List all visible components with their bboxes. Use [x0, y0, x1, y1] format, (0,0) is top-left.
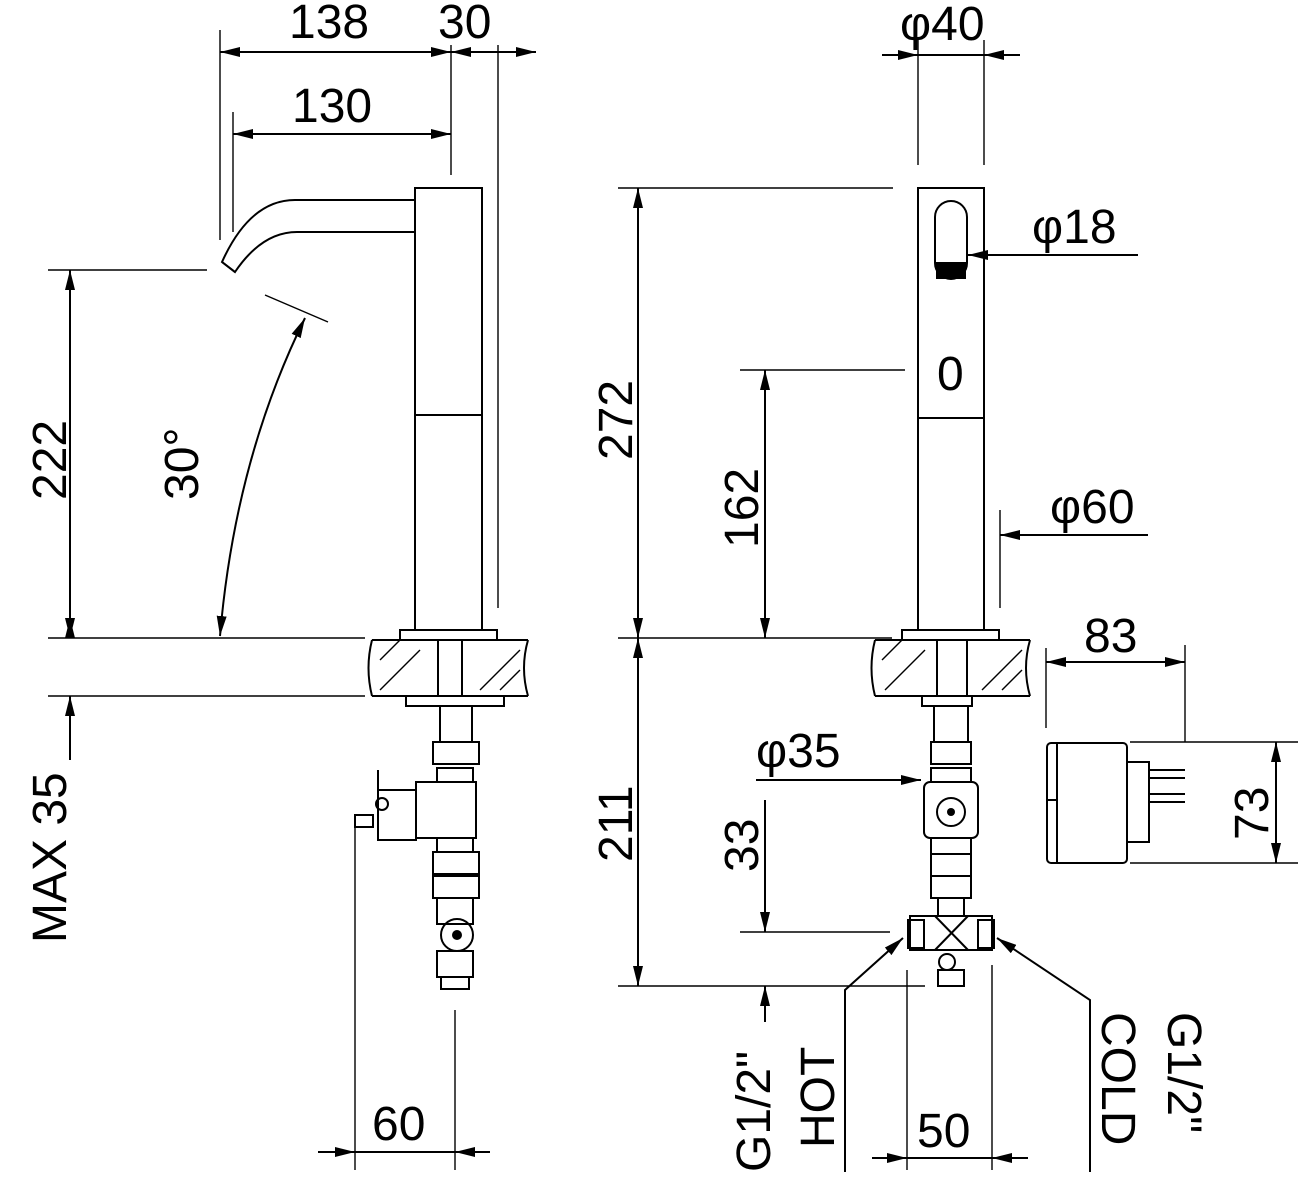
dim-130: 130	[292, 80, 372, 133]
dim-30: 30	[438, 0, 491, 49]
sensor-symbol: 0	[937, 348, 964, 401]
dim-73: 73	[1226, 787, 1279, 840]
dim-phi-35: φ35	[756, 725, 841, 778]
power-supply	[1045, 645, 1298, 864]
hot-thread-label: G1/2"	[728, 1051, 781, 1172]
dim-phi-60: φ60	[1050, 481, 1135, 534]
dim-83: 83	[1084, 610, 1137, 663]
dim-222: 222	[24, 420, 77, 500]
dim-33: 33	[716, 819, 769, 872]
dim-phi-18: φ18	[1032, 201, 1117, 254]
dim-max-35: MAX 35	[24, 772, 77, 943]
cold-thread-label: G1/2"	[1157, 1012, 1210, 1133]
front-view	[618, 40, 1148, 1172]
dim-50: 50	[917, 1105, 970, 1158]
hot-label: HOT	[792, 1047, 845, 1148]
dim-138: 138	[289, 0, 369, 49]
cold-label: COLD	[1091, 1012, 1144, 1145]
dim-162: 162	[716, 468, 769, 548]
dim-phi-40: φ40	[900, 0, 985, 51]
dim-272: 272	[590, 380, 643, 460]
side-view	[48, 30, 536, 1170]
dim-60: 60	[372, 1098, 425, 1151]
dim-angle-30: 30°	[156, 427, 209, 500]
dim-211: 211	[590, 785, 643, 862]
